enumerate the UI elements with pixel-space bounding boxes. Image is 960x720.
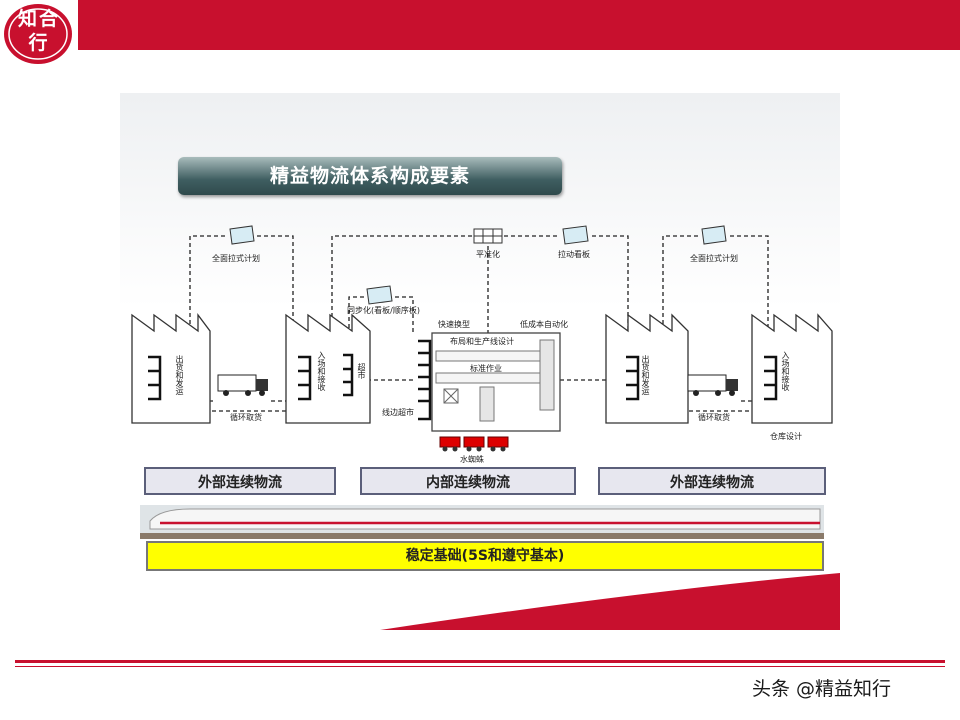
label-pull-kanban: 拉动看板 — [558, 250, 590, 259]
label-quick-changeover: 快速换型 — [438, 320, 470, 329]
label-ship-left: 出货和发运 — [175, 355, 184, 395]
truck-icon-left — [217, 374, 268, 396]
label-standard-work: 标准作业 — [470, 364, 502, 373]
label-milk-run-right: 循环取货 — [698, 413, 730, 422]
dock-lanes-icon — [764, 355, 778, 401]
logo-text: 知合行 — [17, 8, 60, 54]
dock-lanes-icon — [148, 355, 162, 401]
foundation-bar: 稳定基础(5S和遵守基本) — [146, 541, 824, 571]
internal-flow: 内部连续物流 — [360, 467, 576, 495]
workstation-icon — [443, 388, 459, 404]
flow-level-a — [331, 235, 472, 331]
track-bed — [140, 533, 824, 539]
flow-level-c — [592, 235, 629, 331]
header-bar — [78, 0, 960, 50]
label-layout-design: 布局和生产线设计 — [450, 337, 514, 346]
document-icon — [229, 225, 255, 245]
label-warehouse-design: 仓库设计 — [770, 432, 802, 441]
external-flow-right: 外部连续物流 — [598, 467, 826, 495]
line-side-racks-icon — [418, 339, 432, 421]
conveyor-line-icon — [435, 350, 555, 362]
label-ship-right: 出货和发运 — [641, 355, 650, 395]
plant-shipping-icon — [605, 313, 689, 424]
supplier-factory-icon — [131, 313, 211, 424]
label-water-spider: 水蜘蛛 — [460, 455, 484, 464]
kanban-card-icon — [562, 225, 589, 245]
machine-column-icon — [539, 339, 555, 411]
flow-plan-left-b — [257, 235, 294, 331]
external-flow-left: 外部连续物流 — [144, 467, 336, 495]
flow-plan-right-a — [662, 235, 700, 331]
label-low-cost-automation: 低成本自动化 — [520, 320, 568, 329]
dock-lanes-icon — [626, 355, 640, 401]
label-receive-right: 入场和接收 — [781, 351, 790, 391]
heijunka-grid-icon — [474, 229, 502, 243]
label-full-pull-plan-left: 全面拉式计划 — [212, 254, 260, 263]
company-logo: 知合行 — [2, 2, 74, 66]
label-line-supermarket: 线边超市 — [382, 408, 414, 417]
label-full-pull-plan-right: 全面拉式计划 — [690, 254, 738, 263]
logo-badge-icon — [4, 4, 72, 64]
footer-divider-thin — [15, 666, 945, 667]
flow-plan-right-b — [730, 235, 769, 331]
flow-sync-b — [395, 296, 414, 333]
customer-warehouse-icon — [751, 313, 833, 424]
sub-line-icon — [479, 386, 495, 422]
flow-plan-left-a — [189, 235, 228, 331]
dock-lanes-icon — [298, 355, 312, 401]
slide-image: 精益物流体系构成要素 — [120, 93, 840, 630]
label-milk-run-left: 循环取货 — [230, 413, 262, 422]
supermarket-racks-icon — [343, 353, 354, 397]
document-icon — [366, 285, 393, 305]
decorative-swoosh — [380, 573, 840, 630]
watermark-text: 头条 @精益知行 — [752, 678, 892, 700]
label-supermarket: 超市 — [357, 363, 366, 379]
logistics-diagram — [131, 225, 840, 630]
conveyor-line-icon — [435, 372, 555, 384]
train-icon — [149, 508, 821, 530]
slide-title: 精益物流体系构成要素 — [178, 157, 562, 195]
label-receive-left: 入场和接收 — [317, 351, 326, 391]
footer-divider — [15, 660, 945, 663]
label-sync: 同步化(看板/顺序板) — [347, 306, 420, 315]
document-icon — [701, 225, 727, 245]
label-standardization: 平准化 — [476, 250, 500, 259]
flow-sync-a — [348, 296, 365, 356]
water-spider-train-icon — [439, 436, 509, 452]
truck-icon-right — [687, 374, 738, 396]
